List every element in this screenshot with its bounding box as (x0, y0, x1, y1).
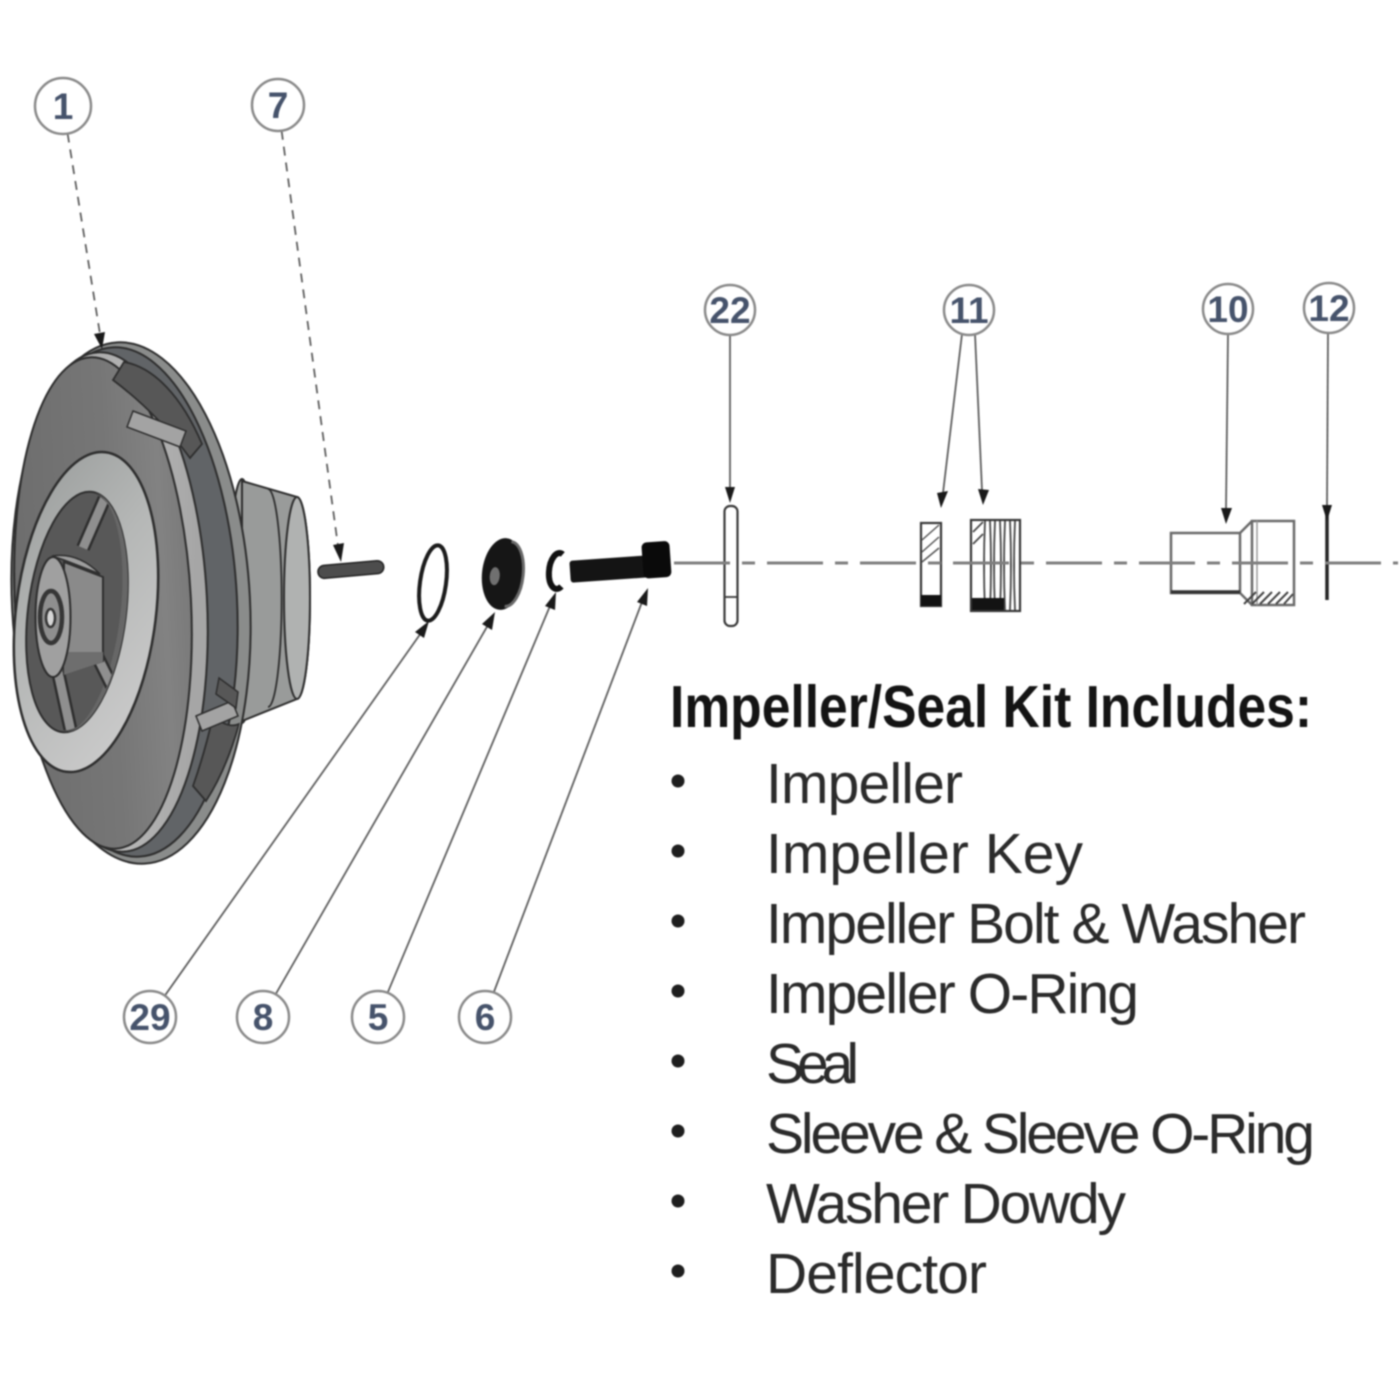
svg-text:Impeller Bolt & Washer: Impeller Bolt & Washer (766, 892, 1306, 956)
svg-text:Washer Dowdy: Washer Dowdy (766, 1172, 1127, 1236)
svg-text:29: 29 (129, 997, 170, 1038)
svg-text:1: 1 (53, 86, 74, 127)
svg-text:Impeller: Impeller (766, 752, 963, 816)
svg-text:Impeller/Seal Kit Includes:: Impeller/Seal Kit Includes: (670, 674, 1312, 740)
svg-text:Impeller Key: Impeller Key (766, 822, 1084, 886)
svg-text:8: 8 (253, 997, 274, 1038)
svg-text:7: 7 (268, 85, 289, 126)
svg-text:22: 22 (709, 290, 750, 331)
svg-text:Seal: Seal (766, 1032, 859, 1096)
svg-text:5: 5 (368, 997, 389, 1038)
svg-text:Impeller O-Ring: Impeller O-Ring (766, 962, 1139, 1026)
svg-text:10: 10 (1207, 289, 1248, 330)
svg-text:12: 12 (1308, 288, 1349, 329)
svg-text:6: 6 (475, 997, 496, 1038)
svg-text:11: 11 (949, 290, 988, 331)
svg-text:Sleeve & Sleeve O-Ring: Sleeve & Sleeve O-Ring (766, 1102, 1315, 1166)
svg-text:Deflector: Deflector (766, 1242, 987, 1306)
